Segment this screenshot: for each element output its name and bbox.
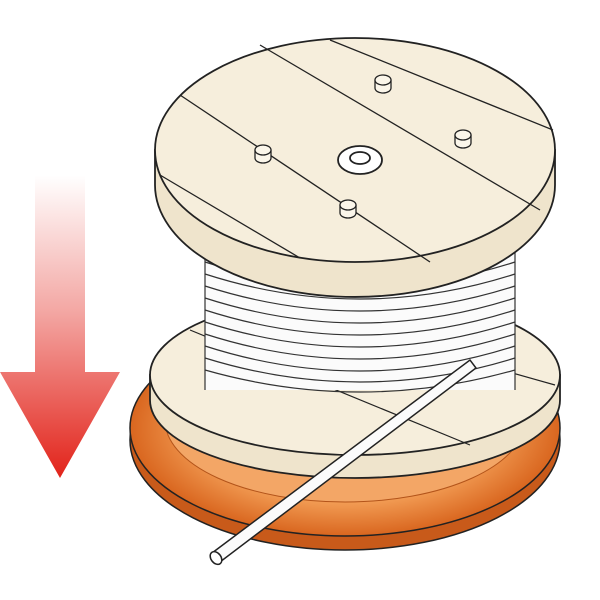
down-arrow-icon [0, 175, 120, 478]
cable-end [209, 358, 478, 566]
top-flange [154, 37, 556, 298]
flange-bolts [254, 74, 472, 219]
